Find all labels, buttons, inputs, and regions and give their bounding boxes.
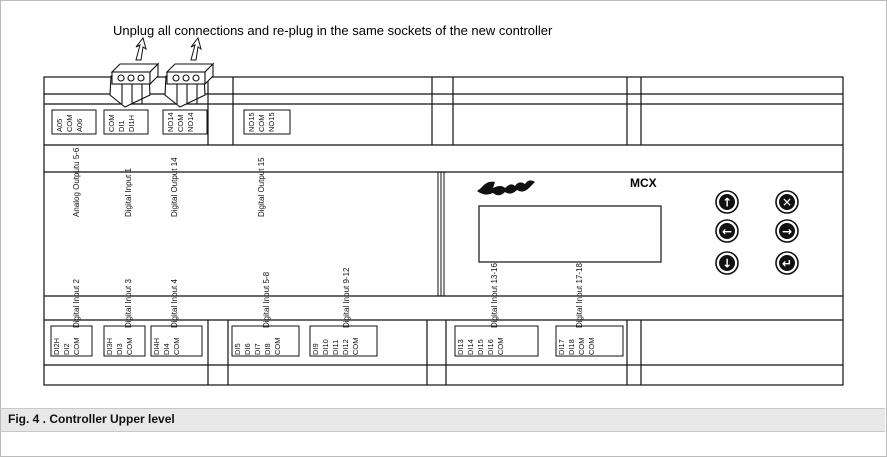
pin-label: COM — [72, 338, 81, 356]
pin-label: DI1 — [117, 120, 126, 132]
section-label-bottom: Digital Input 9-12 — [342, 267, 351, 328]
section-label-bottom: Digital Input 17-18 — [575, 263, 584, 328]
pin-label: DI4 — [162, 343, 171, 355]
section-label-top: Analog Outputu 5-6 — [72, 147, 81, 217]
unplug-arrow-2 — [190, 36, 202, 61]
pin-label: COM — [65, 115, 74, 133]
section-label-top: Digital Input 1 — [124, 168, 133, 217]
danfoss-logo — [477, 180, 535, 196]
section-label-top: Digital Output 15 — [257, 157, 266, 217]
plug-connector-1 — [109, 62, 160, 108]
pin-label: COM — [273, 338, 282, 356]
pin-label: DI5 — [233, 343, 242, 355]
svg-text:↵: ↵ — [782, 257, 792, 271]
close-icon[interactable]: ✕ — [775, 190, 799, 214]
svg-text:→: → — [782, 225, 792, 239]
pin-label: COM — [577, 338, 586, 356]
plug-connector-2 — [164, 62, 215, 108]
pin-label: DI2H — [52, 338, 61, 355]
controller-body — [43, 76, 844, 386]
pin-label: DI4H — [152, 338, 161, 355]
pin-label: DI16 — [486, 339, 495, 355]
pin-label: COM — [107, 115, 116, 133]
unplug-arrow-1 — [135, 36, 147, 61]
pin-label: DI11 — [331, 340, 340, 355]
pin-label: DI17 — [557, 339, 566, 355]
svg-text:←: ← — [722, 225, 732, 239]
pin-label: NO15 — [247, 112, 256, 132]
svg-text:↑: ↑ — [722, 196, 732, 210]
pin-label: NO14 — [186, 112, 195, 132]
pin-label: DI15 — [476, 339, 485, 355]
pin-label: DI14 — [466, 339, 475, 355]
pin-label: DI6 — [243, 343, 252, 355]
svg-text:↓: ↓ — [722, 257, 732, 271]
section-label-bottom: Digital Input 13-16 — [490, 263, 499, 328]
svg-text:✕: ✕ — [782, 196, 792, 210]
pin-label: DI12 — [341, 339, 350, 355]
caption-bar: Fig. 4 . Controller Upper level — [1, 408, 885, 432]
pin-label: DI10 — [321, 339, 330, 355]
pin-label: A05 — [55, 119, 64, 132]
pin-label: DI13 — [456, 339, 465, 355]
pin-label: DI18 — [567, 339, 576, 355]
model-label: MCX — [630, 176, 657, 190]
section-label-bottom: Digital Input 3 — [124, 279, 133, 328]
pin-label: COM — [351, 338, 360, 356]
figure-caption: Fig. 4 . Controller Upper level — [8, 412, 175, 426]
enter-icon[interactable]: ↵ — [775, 251, 799, 275]
pin-label: A06 — [75, 119, 84, 132]
section-label-bottom: Digital Input 5-8 — [262, 271, 271, 328]
arrow-up-icon[interactable]: ↑ — [715, 190, 739, 214]
instruction-text: Unplug all connections and re-plug in th… — [113, 23, 553, 38]
pin-label: DI7 — [253, 343, 262, 355]
pin-label: COM — [257, 115, 266, 133]
pin-label: DI3 — [115, 343, 124, 355]
pin-label: DI3H — [105, 338, 114, 355]
pin-label: COM — [587, 338, 596, 356]
keypad: ↑ ✕ ← → ↓ ↵ — [715, 190, 799, 275]
arrow-right-icon[interactable]: → — [775, 219, 799, 243]
pin-label: COM — [496, 338, 505, 356]
pin-label: COM — [125, 338, 134, 356]
pin-label: DI9 — [311, 343, 320, 355]
pin-label: NO15 — [267, 112, 276, 132]
pin-label: COM — [176, 115, 185, 133]
pin-label: DI2 — [62, 343, 71, 355]
pin-label: DI1H — [127, 115, 136, 132]
pin-label: NO14 — [166, 112, 175, 132]
section-label-top: Digital Output 14 — [170, 157, 179, 217]
arrow-down-icon[interactable]: ↓ — [715, 251, 739, 275]
lcd-display — [478, 205, 662, 263]
pin-label: COM — [172, 338, 181, 356]
arrow-left-icon[interactable]: ← — [715, 219, 739, 243]
section-label-bottom: Digital Input 4 — [170, 279, 179, 328]
pin-label: DI8 — [263, 343, 272, 355]
section-label-bottom: Digital Input 2 — [72, 279, 81, 328]
